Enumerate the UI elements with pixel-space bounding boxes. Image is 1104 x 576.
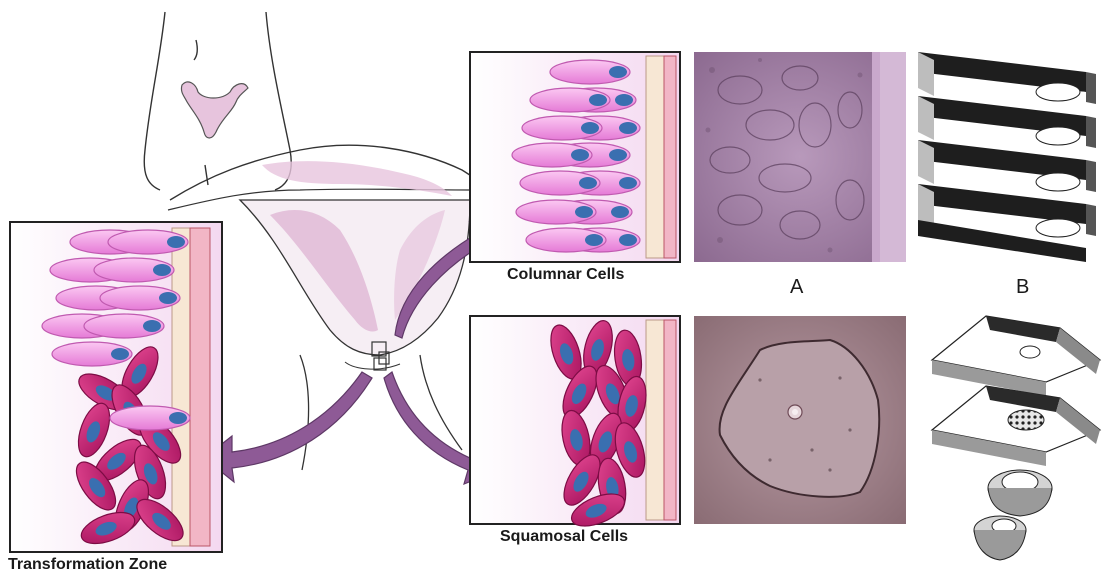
columnar-cells-label: Columnar Cells bbox=[507, 266, 624, 284]
stacked-tube-model-icon bbox=[932, 316, 1100, 560]
squamosal-cells-panel bbox=[470, 316, 680, 533]
micrograph-squamous bbox=[694, 316, 906, 524]
layered-channel-model-icon bbox=[918, 52, 1096, 262]
uterus-icon bbox=[181, 82, 248, 138]
panel-a-label: A bbox=[790, 276, 803, 299]
arrow-to-transformation-zone bbox=[204, 372, 372, 482]
transformation-zone-panel bbox=[10, 222, 222, 552]
squamosal-cells-label: Squamosal Cells bbox=[500, 528, 628, 546]
transformation-zone-label: Transformation Zone bbox=[8, 556, 167, 574]
columnar-cells-panel bbox=[470, 52, 680, 262]
panel-b-label: B bbox=[1016, 276, 1029, 299]
micrograph-columnar bbox=[694, 52, 906, 262]
